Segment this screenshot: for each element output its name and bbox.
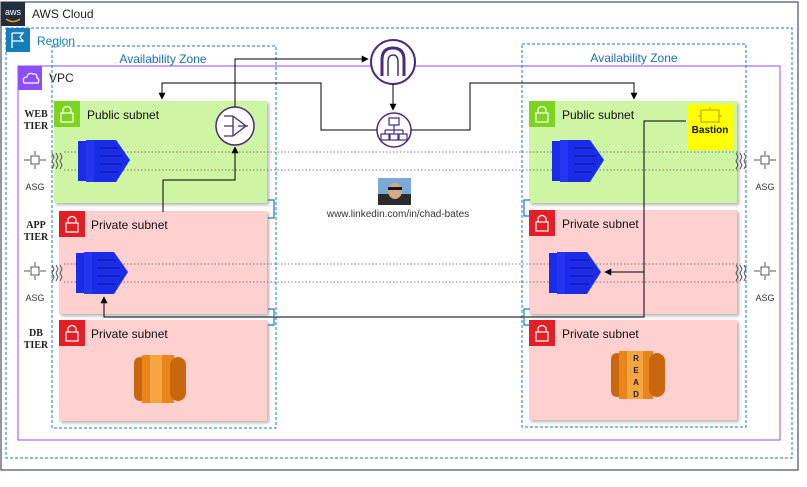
read-letter-r: R [633, 354, 639, 363]
az-left-label: Availability Zone [119, 52, 206, 66]
tier-label-web-box [22, 104, 50, 136]
subnet-right-db-label: Private subnet [562, 327, 639, 341]
internet-gateway-icon [370, 39, 416, 85]
tier-app-line2: TIER [24, 232, 49, 243]
aws-logo-text: aws [5, 7, 22, 17]
tier-label-db-box [22, 324, 50, 356]
tier-app-line1: APP [26, 220, 45, 231]
private-lock-icon [59, 211, 85, 237]
bastion-host-icon: Bastion [687, 104, 733, 150]
aws-smile-icon [5, 18, 21, 23]
ec2-instances-icon [552, 140, 604, 182]
asg-label-left-web: ASG [25, 182, 44, 192]
asg-icon: ASG [22, 150, 48, 192]
author-avatar [378, 178, 411, 205]
az-right-label: Availability Zone [590, 51, 677, 65]
region-boundary [5, 27, 793, 459]
region-flag-icon [6, 28, 30, 52]
aws-cloud-boundary [0, 1, 799, 471]
asg-app-band [51, 263, 747, 283]
asg-label-left-app: ASG [25, 293, 44, 303]
rds-primary-icon [134, 355, 186, 403]
asg-web-band [51, 151, 747, 171]
read-letter-e: E [633, 366, 639, 375]
subnet-left-db-label: Private subnet [91, 327, 168, 341]
tier-web-line1: WEB [24, 109, 48, 120]
vpc-label: VPC [49, 71, 74, 85]
subnet-left-app: Private subnet [59, 211, 267, 314]
bastion-label: Bastion [692, 125, 729, 136]
load-balancer-icon [376, 112, 412, 148]
bastion-to-left-app-arrow [100, 272, 645, 318]
region-flag-shape [11, 32, 25, 48]
left-app-to-nat-arrow [162, 146, 239, 212]
subnet-left-app-label: Private subnet [91, 218, 168, 232]
subnet-left-web-label: Public subnet [87, 108, 160, 122]
asg-icon: ASG [22, 261, 48, 303]
tier-label-app-box [22, 215, 50, 247]
public-lock-icon [54, 101, 80, 127]
nat-to-igw-arrow [234, 55, 369, 107]
az-right-boundary [521, 43, 747, 428]
subnet-right-web-label: Public subnet [562, 108, 635, 122]
connector-lines [100, 55, 686, 318]
vpc-cloud-icon [18, 66, 42, 90]
subnet-brackets [268, 199, 530, 326]
asg-label-right-app: ASG [755, 293, 774, 303]
linkedin-url-link[interactable]: www.linkedin.com/in/chad-bates [326, 209, 469, 220]
asg-icon: ASG [752, 150, 778, 192]
private-lock-icon [529, 210, 555, 236]
asg-label-right-web: ASG [755, 182, 774, 192]
public-lock-icon [529, 101, 555, 127]
ec2-instances-icon [549, 252, 601, 294]
aws-cloud-label: AWS Cloud [32, 7, 94, 21]
lb-to-right-web-arrow [411, 82, 638, 131]
region-label: Region [37, 34, 75, 48]
tier-db-line1: DB [29, 328, 43, 339]
vpc-cloud-shape [22, 72, 40, 84]
read-letter-d: D [633, 390, 639, 399]
ec2-instances-icon [76, 252, 128, 294]
tier-web-line2: TIER [24, 121, 49, 132]
private-lock-icon [59, 320, 85, 346]
rds-read-replica-icon: R E A D [611, 351, 665, 399]
nat-gateway-icon [215, 106, 255, 146]
subnet-right-app-label: Private subnet [562, 217, 639, 231]
lb-to-left-web-arrow [158, 82, 377, 131]
asg-icon: ASG [752, 261, 778, 303]
bastion-to-right-app-arrow [604, 120, 686, 276]
ec2-instances-icon [78, 140, 130, 182]
read-letter-a: A [633, 378, 639, 387]
tier-db-line2: TIER [24, 340, 49, 351]
az-left-boundary [51, 45, 277, 429]
private-lock-icon [529, 320, 555, 346]
